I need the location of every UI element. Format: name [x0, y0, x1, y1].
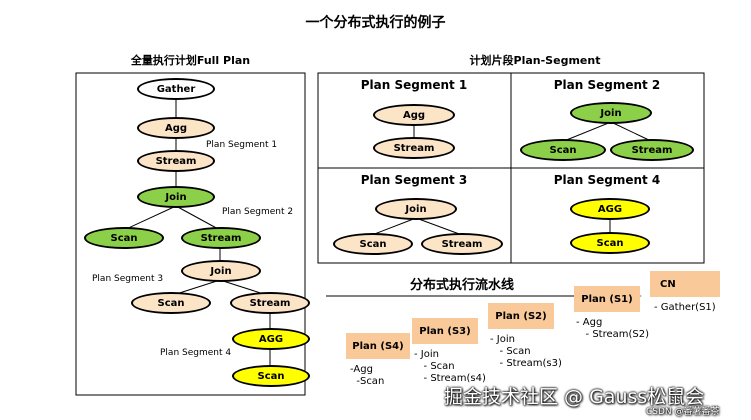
- watermark-main: 掘金技术社区 @ Gauss松鼠会: [444, 386, 705, 408]
- full-plan-agg-node: Agg: [137, 117, 215, 139]
- segment-node: Scan: [520, 139, 606, 161]
- segment-label: Plan Segment 2: [222, 207, 294, 217]
- segment-node: AGG: [570, 198, 650, 220]
- pipeline-stage: Plan (S3): [412, 318, 478, 344]
- full-plan-scan-node: Scan: [131, 292, 211, 314]
- segment-node: Scan: [570, 232, 650, 254]
- watermark-csdn: CSDN @番薯番茶: [646, 407, 720, 417]
- pipeline-stage-ops: - Agg - Stream(S2): [576, 317, 650, 340]
- full-plan-stream-node: Stream: [137, 150, 215, 172]
- segment-title: Plan Segment 3: [360, 173, 468, 187]
- segment-node: Join: [375, 198, 457, 220]
- segment-node: Join: [570, 102, 652, 124]
- pipeline-stage-ops: -Agg -Scan: [350, 364, 385, 387]
- pipeline-stage-ops: - Join - Scan - Stream(s4): [414, 349, 486, 384]
- full-plan-panel: [75, 72, 306, 396]
- segment-node: Agg: [373, 104, 455, 126]
- segment-label: Plan Segment 1: [206, 140, 278, 150]
- full-plan-scan-node: Scan: [84, 227, 164, 249]
- full-plan-agg-node: AGG: [232, 328, 310, 350]
- segment-node: Stream: [373, 137, 455, 159]
- full-plan-scan-node: Scan: [232, 365, 310, 387]
- segment-node: Scan: [333, 233, 413, 255]
- pipeline-stage: Plan (S4): [346, 333, 410, 359]
- pipeline-stage: CN: [650, 271, 720, 297]
- segment-title: Plan Segment 2: [553, 78, 661, 92]
- full-plan-stream-node: Stream: [181, 227, 261, 249]
- pipeline-stage: Plan (S1): [574, 286, 640, 312]
- full-plan-stream-node: Stream: [230, 292, 310, 314]
- segment-title: Plan Segment 1: [360, 78, 468, 92]
- segment-title: Plan Segment 4: [553, 173, 661, 187]
- pipeline-stage-ops: - Join - Scan - Stream(s3): [490, 334, 562, 369]
- segment-label: Plan Segment 3: [92, 274, 164, 284]
- pipeline-stage: Plan (S2): [488, 303, 554, 329]
- full-plan-caption: 全量执行计划Full Plan: [130, 54, 251, 67]
- full-plan-join-node: Join: [137, 186, 215, 208]
- full-plan-gather-node: Gather: [137, 78, 215, 100]
- segment-node: Stream: [421, 233, 503, 255]
- pipeline-caption: 分布式执行流水线: [410, 278, 515, 293]
- page-title: 一个分布式执行的例子: [305, 15, 446, 31]
- full-plan-join-node: Join: [181, 260, 261, 282]
- pipeline-stage-ops: - Gather(S1): [654, 302, 716, 313]
- plan-segment-caption: 计划片段Plan-Segment: [469, 54, 601, 67]
- segment-node: Stream: [610, 139, 694, 161]
- segment-label: Plan Segment 4: [160, 348, 232, 358]
